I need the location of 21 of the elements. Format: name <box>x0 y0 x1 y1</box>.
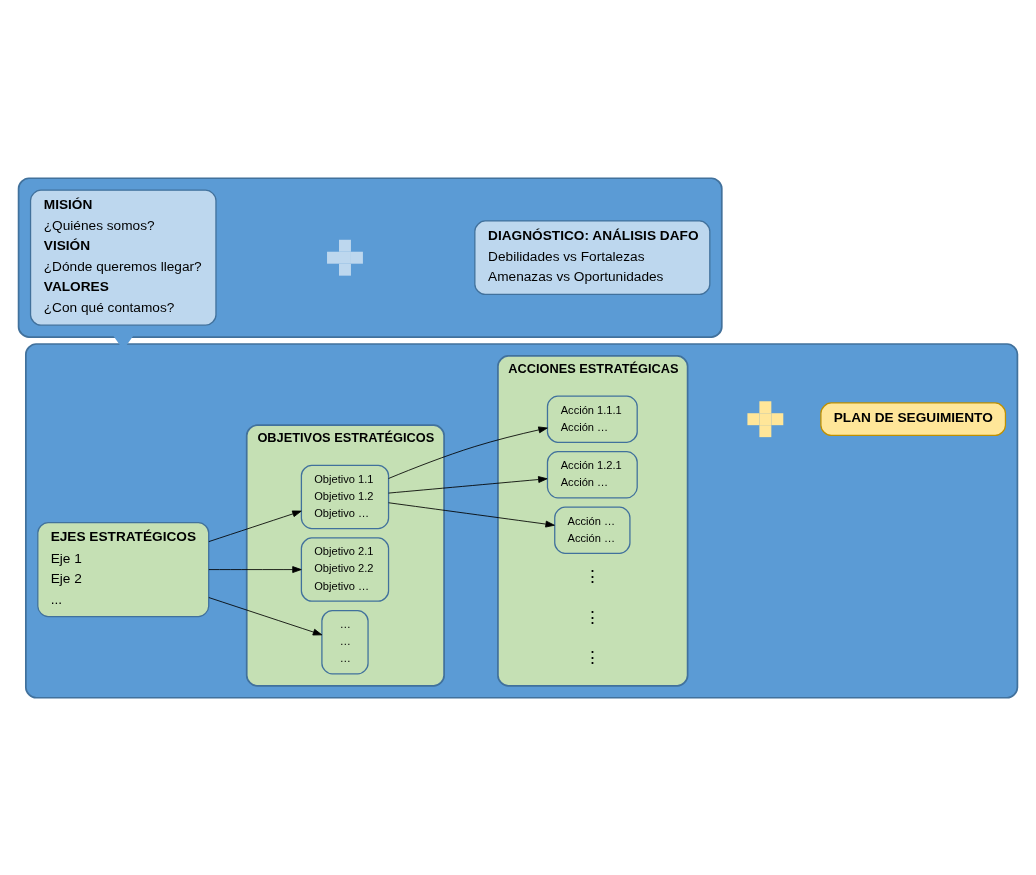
arrow <box>388 475 548 493</box>
arrow <box>208 510 302 542</box>
node-box: Objetivo 1.1 Objetivo 1.2 Objetivo … <box>300 464 390 529</box>
node-box: MISIÓN ¿Quiénes somos? VISIÓN ¿Dónde queremos llegar? VALORES ¿Con qué contamos? <box>29 189 217 326</box>
node-box: PLAN DE SEGUIMIENTO <box>820 401 1007 436</box>
cluster <box>25 342 1019 699</box>
arrow <box>388 426 548 479</box>
label: ⋮ <box>583 607 601 627</box>
node-box: Acción 1.1.1 Acción … <box>546 395 638 443</box>
cluster <box>17 176 723 338</box>
label: ⋮ <box>583 647 601 667</box>
node-box: Acción 1.2.1 Acción … <box>546 450 638 498</box>
node-box: Objetivo 2.1 Objetivo 2.2 Objetivo … <box>300 536 390 602</box>
arrow <box>208 565 302 573</box>
arrow <box>388 501 555 527</box>
node-box: EJES ESTRATÉGICOS Eje 1 Eje 2 ... <box>37 521 210 617</box>
node-box: DIAGNÓSTICO: ANÁLISIS DAFO Debilidades vs Fortalezas Amenazas vs Oportunidades <box>474 219 711 295</box>
node-box: … … … <box>321 609 369 674</box>
arrow <box>208 596 323 635</box>
label: ⋮ <box>583 566 601 586</box>
node-box: Acción … Acción … <box>554 506 631 554</box>
